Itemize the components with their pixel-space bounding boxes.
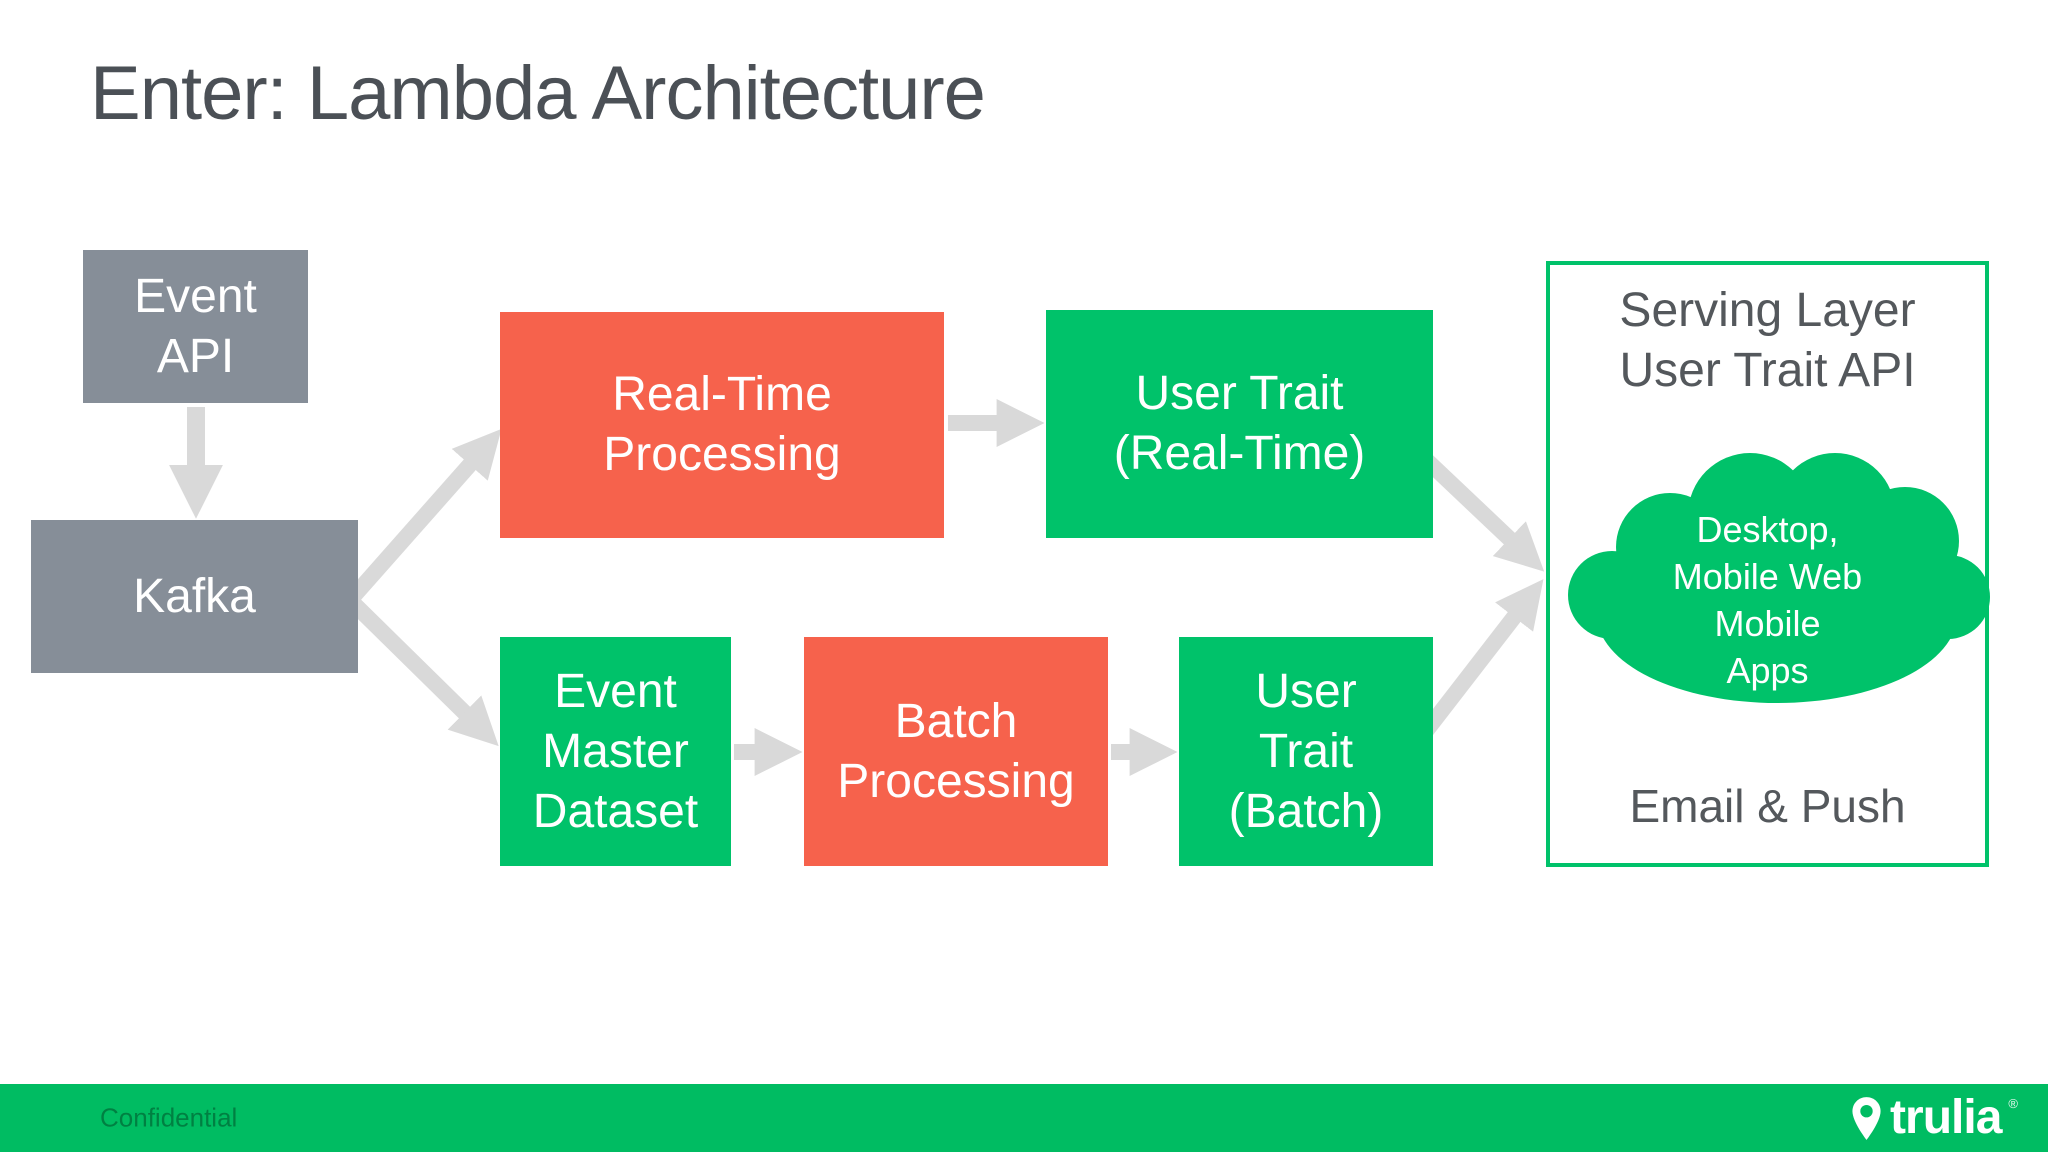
node-kafka: Kafka	[31, 520, 358, 673]
footer-bar: Confidential trulia ®	[0, 1084, 2048, 1152]
devices-cloud-label: Desktop, Mobile Web Mobile Apps	[1672, 509, 1863, 691]
node-user-trait-batch: User Trait (Batch)	[1179, 637, 1433, 866]
node-batch-processing-label: Batch Processing	[837, 694, 1075, 808]
trulia-logo: trulia ®	[1850, 1094, 2018, 1142]
node-event-api: Event API	[83, 250, 308, 403]
node-event-api-label: Event API	[134, 269, 257, 383]
arrow-kafka-to-realtime	[346, 428, 502, 604]
trulia-wordmark: trulia	[1890, 1091, 2002, 1144]
confidential-label: Confidential	[100, 1102, 238, 1133]
node-user-trait-batch-label: User Trait (Batch)	[1228, 664, 1384, 838]
node-kafka-label: Kafka	[133, 569, 256, 623]
node-realtime-processing-label: Real-Time Processing	[603, 368, 841, 481]
node-user-trait-realtime-label: User Trait (Real-Time)	[1113, 367, 1366, 480]
node-batch-processing: Batch Processing	[804, 637, 1108, 866]
node-event-master-dataset-label: Event Master Dataset	[532, 664, 699, 838]
arrow-usertrait-batch-to-serving	[1409, 579, 1544, 749]
serving-layer-title: Serving Layer User Trait API	[1619, 284, 1916, 397]
location-pin-icon	[1852, 1096, 1881, 1140]
serving-layer-panel: Serving Layer User Trait API Desktop, Mo…	[1546, 261, 1990, 867]
arrow-kafka-to-eventmaster	[346, 596, 499, 747]
node-event-master-dataset: Event Master Dataset	[500, 637, 731, 866]
email-push-label: Email & Push	[1629, 780, 1906, 832]
registered-trademark-mark: ®	[2008, 1096, 2018, 1111]
slide-title: Enter: Lambda Architecture	[90, 51, 986, 136]
devices-cloud-shape	[1568, 453, 1990, 703]
node-realtime-processing: Real-Time Processing	[500, 312, 944, 538]
node-user-trait-realtime: User Trait (Real-Time)	[1046, 310, 1433, 538]
